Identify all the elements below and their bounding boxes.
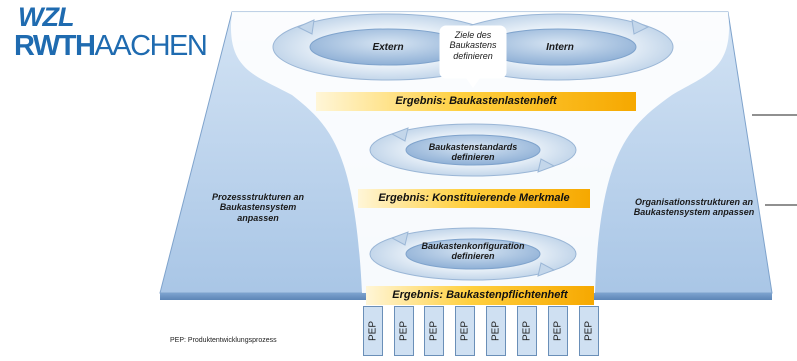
cycle3-ring [369, 227, 577, 281]
wzl-rwth-logo: WZL RWTHAACHEN [0, 0, 220, 70]
pep-column: PEP [455, 306, 475, 356]
result-banner-merkmale: Ergebnis: Konstituierende Merkmale [358, 189, 590, 208]
cycle1-extern-label: Extern [372, 42, 404, 53]
result-banner-pflichtenheft: Ergebnis: Baukastenpflichtenheft [366, 286, 594, 305]
pep-column: PEP [579, 306, 599, 356]
pep-column: PEP [548, 306, 568, 356]
logo-wzl: WZL [18, 2, 74, 32]
pep-column: PEP [363, 306, 383, 356]
result-banner-lastenheft: Ergebnis: Baukastenlastenheft [316, 92, 636, 111]
logo-rwth-aachen: RWTHAACHEN [14, 30, 208, 62]
cycle1-intern-label: Intern [546, 42, 574, 53]
cycle2-ring [369, 123, 577, 177]
pep-column: PEP [424, 306, 444, 356]
pep-column: PEP [517, 306, 537, 356]
footnote: PEP: Produktentwicklungsprozess [170, 337, 277, 344]
pep-column: PEP [486, 306, 506, 356]
pep-column: PEP [394, 306, 414, 356]
